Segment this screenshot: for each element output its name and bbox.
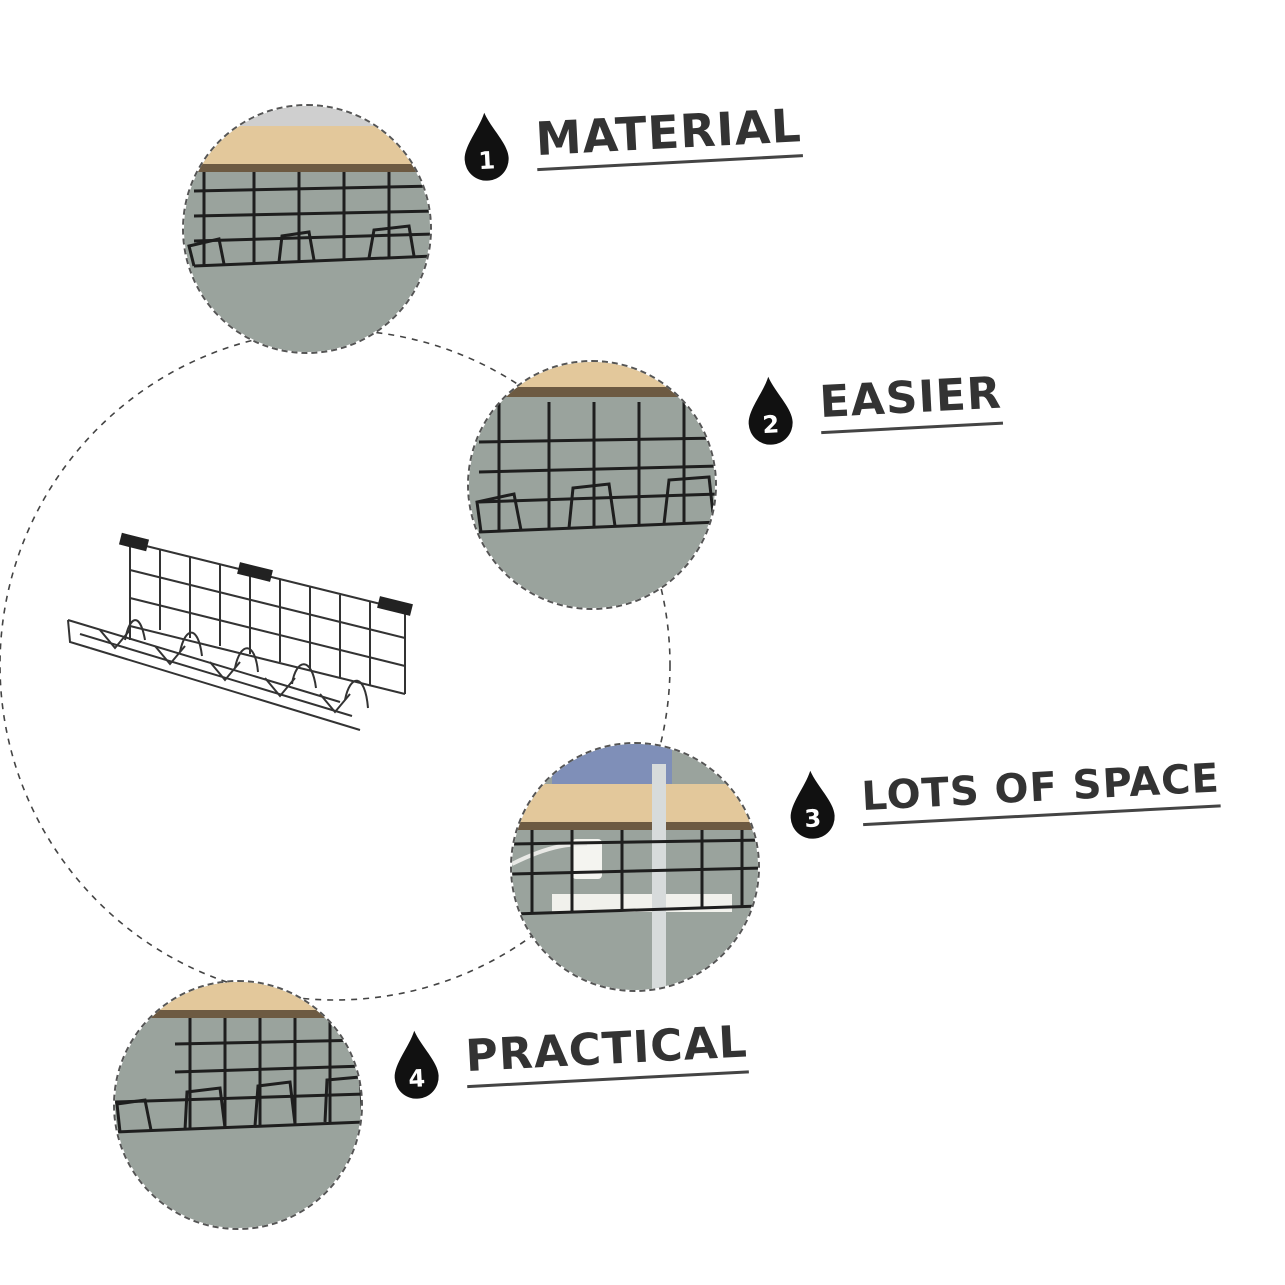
feature-number: 2 — [762, 410, 780, 439]
feature-label-material: MATERIAL — [534, 98, 804, 171]
photo-circle-3 — [510, 742, 760, 992]
photo-circle-4 — [113, 980, 363, 1230]
photo-circle-2 — [467, 360, 717, 610]
feature-number: 4 — [408, 1064, 426, 1093]
cable-tray-photo — [115, 982, 361, 1228]
feature-item-4: 4 PRACTICAL — [390, 1011, 750, 1100]
desk-with-cable-tray-photo — [512, 744, 758, 990]
feature-item-2: 2 EASIER — [744, 363, 1004, 446]
water-drop-icon: 1 — [464, 112, 509, 181]
feature-label-easier: EASIER — [818, 367, 1004, 434]
feature-item-3: 3 LOTS OF SPACE — [786, 747, 1222, 840]
photo-circle-1 — [182, 104, 432, 354]
cable-tray-photo — [184, 106, 430, 352]
wire-cable-tray-illustration — [67, 532, 413, 731]
feature-item-1: 1 MATERIAL — [460, 94, 804, 182]
water-drop-icon: 4 — [394, 1030, 439, 1099]
feature-label-practical: PRACTICAL — [464, 1016, 750, 1088]
feature-number: 1 — [478, 146, 496, 175]
cable-tray-photo — [469, 362, 715, 608]
water-drop-icon: 3 — [790, 770, 835, 839]
feature-label-lots-of-space: LOTS OF SPACE — [860, 755, 1222, 826]
water-drop-icon: 2 — [748, 376, 793, 445]
feature-number: 3 — [804, 804, 822, 833]
